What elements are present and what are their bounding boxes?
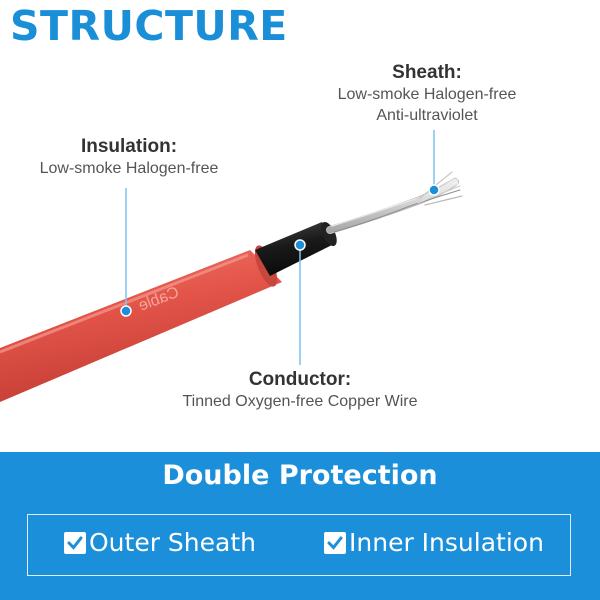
outer-sheath (0, 250, 282, 402)
feature-inner-insulation: Inner Insulation (324, 528, 544, 557)
insulation-callout: Insulation: Low-smoke Halogen-free (20, 136, 238, 179)
conductor-callout: Conductor: Tinned Oxygen-free Copper Wir… (160, 369, 440, 412)
checkbox-checked-icon (324, 531, 346, 554)
cable-illustration: Cable (0, 130, 463, 402)
checkbox-checked-icon (64, 531, 86, 554)
page-title: STRUCTURE (10, 2, 288, 50)
conductor-marker (294, 239, 306, 251)
conductor-heading: Conductor: (248, 369, 352, 390)
conductor-line1: Tinned Oxygen-free Copper Wire (182, 393, 418, 410)
insulation-heading: Insulation: (80, 136, 178, 157)
feature-outer-sheath: Outer Sheath (64, 528, 256, 557)
banner-title: Double Protection (162, 460, 438, 491)
copper-strands (326, 171, 463, 234)
feature-box (27, 514, 571, 576)
sheath-callout: Sheath: Low-smoke Halogen-free Anti-ultr… (316, 62, 538, 126)
feature-inner-insulation-label: Inner Insulation (349, 528, 544, 557)
sheath-line1: Low-smoke Halogen-free (337, 86, 517, 103)
sheath-line2: Anti-ultraviolet (376, 107, 478, 124)
feature-outer-sheath-label: Outer Sheath (89, 528, 256, 557)
sheath-marker (428, 184, 440, 196)
insulation-line1: Low-smoke Halogen-free (39, 160, 219, 177)
sheath-heading: Sheath: (392, 62, 462, 83)
insulation-marker (120, 305, 132, 317)
inner-insulation (255, 222, 334, 276)
